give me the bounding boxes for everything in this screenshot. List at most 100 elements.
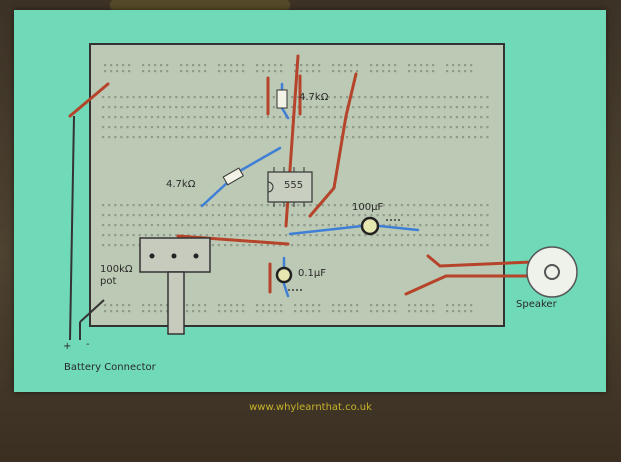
breadboard-hole	[394, 234, 397, 237]
breadboard-hole	[346, 136, 349, 139]
breadboard-hole	[144, 224, 147, 227]
breadboard-hole	[163, 116, 166, 119]
breadboard-hole	[400, 126, 404, 129]
breadboard-hole	[211, 136, 214, 139]
breadboard-hole	[236, 244, 239, 247]
red-wire-battery	[68, 82, 110, 118]
breadboard-hole	[321, 214, 324, 217]
breadboard-hole	[122, 310, 125, 313]
breadboard-hole	[449, 96, 452, 99]
breadboard-hole	[468, 126, 471, 129]
breadboard-hole	[266, 126, 269, 129]
breadboard-hole	[458, 64, 461, 67]
breadboard-hole	[312, 70, 315, 73]
breadboard-hole	[376, 126, 379, 129]
breadboard-hole	[224, 310, 227, 313]
breadboard-hole	[461, 126, 465, 129]
breadboard-hole	[193, 116, 196, 119]
breadboard-hole	[480, 96, 483, 99]
breadboard-hole	[400, 106, 404, 109]
breadboard-hole	[126, 244, 129, 247]
breadboard-hole	[309, 96, 312, 99]
breadboard-hole	[297, 96, 300, 99]
breadboard-hole	[370, 244, 373, 247]
breadboard-hole	[126, 224, 129, 227]
breadboard-hole	[236, 224, 239, 227]
breadboard-hole	[443, 106, 446, 109]
breadboard-hole	[458, 304, 461, 307]
breadboard-hole	[163, 126, 166, 129]
breadboard-hole	[486, 116, 489, 119]
breadboard-hole	[154, 304, 157, 307]
breadboard-hole	[218, 310, 221, 313]
breadboard-hole	[376, 64, 379, 67]
breadboard-hole	[187, 234, 190, 237]
breadboard-hole	[150, 116, 153, 119]
breadboard-hole	[309, 204, 312, 207]
breadboard-hole	[138, 136, 141, 139]
breadboard-hole	[413, 204, 416, 207]
breadboard-hole	[120, 126, 123, 129]
breadboard-hole	[474, 136, 477, 139]
breadboard-hole	[437, 96, 440, 99]
breadboard-hole	[120, 224, 123, 227]
breadboard-hole	[419, 106, 422, 109]
breadboard-hole	[230, 224, 233, 227]
breadboard-hole	[350, 70, 353, 73]
breadboard-hole	[230, 106, 233, 109]
breadboard-hole	[278, 204, 282, 207]
breadboard-hole	[205, 106, 208, 109]
breadboard-hole	[262, 70, 265, 73]
breadboard-hole	[104, 310, 107, 313]
breadboard-hole	[114, 234, 117, 237]
breadboard-hole	[332, 304, 335, 307]
breadboard-hole	[116, 310, 119, 313]
breadboard-hole	[400, 116, 404, 119]
breadboard-hole	[198, 304, 201, 307]
breadboard-hole	[468, 204, 471, 207]
breadboard-hole	[426, 70, 429, 73]
breadboard-hole	[352, 106, 355, 109]
breadboard-hole	[455, 214, 458, 217]
breadboard-hole	[163, 204, 166, 207]
breadboard-hole	[204, 310, 207, 313]
breadboard-hole	[205, 234, 208, 237]
breadboard-hole	[217, 244, 221, 247]
breadboard-hole	[413, 106, 416, 109]
breadboard-hole	[407, 204, 410, 207]
breadboard-hole	[394, 224, 397, 227]
breadboard-hole	[300, 304, 303, 307]
breadboard-hole	[468, 234, 471, 237]
breadboard-hole	[291, 96, 294, 99]
breadboard-hole	[132, 136, 135, 139]
breadboard-hole	[254, 234, 257, 237]
breadboard-hole	[356, 64, 359, 67]
breadboard-hole	[236, 234, 239, 237]
breadboard-hole	[154, 310, 157, 313]
breadboard-hole	[300, 70, 303, 73]
breadboard-hole	[321, 126, 324, 129]
breadboard-hole	[315, 106, 318, 109]
breadboard-hole	[272, 224, 275, 227]
breadboard-hole	[114, 126, 117, 129]
breadboard-hole	[150, 126, 153, 129]
breadboard-hole	[224, 96, 227, 99]
breadboard-hole	[268, 64, 271, 67]
breadboard-hole	[303, 116, 306, 119]
speaker-cone	[544, 264, 560, 280]
breadboard-hole	[338, 64, 341, 67]
breadboard-hole	[166, 310, 169, 313]
breadboard-hole	[120, 244, 123, 247]
breadboard-hole	[260, 224, 263, 227]
breadboard-hole	[128, 70, 131, 73]
breadboard-hole	[382, 310, 385, 313]
breadboard-hole	[260, 136, 263, 139]
breadboard-hole	[114, 244, 117, 247]
breadboard-hole	[163, 136, 166, 139]
breadboard-hole	[449, 126, 452, 129]
breadboard-hole	[297, 136, 300, 139]
breadboard-hole	[192, 304, 195, 307]
breadboard-hole	[358, 136, 361, 139]
breadboard-hole	[327, 116, 330, 119]
breadboard-hole	[414, 310, 417, 313]
